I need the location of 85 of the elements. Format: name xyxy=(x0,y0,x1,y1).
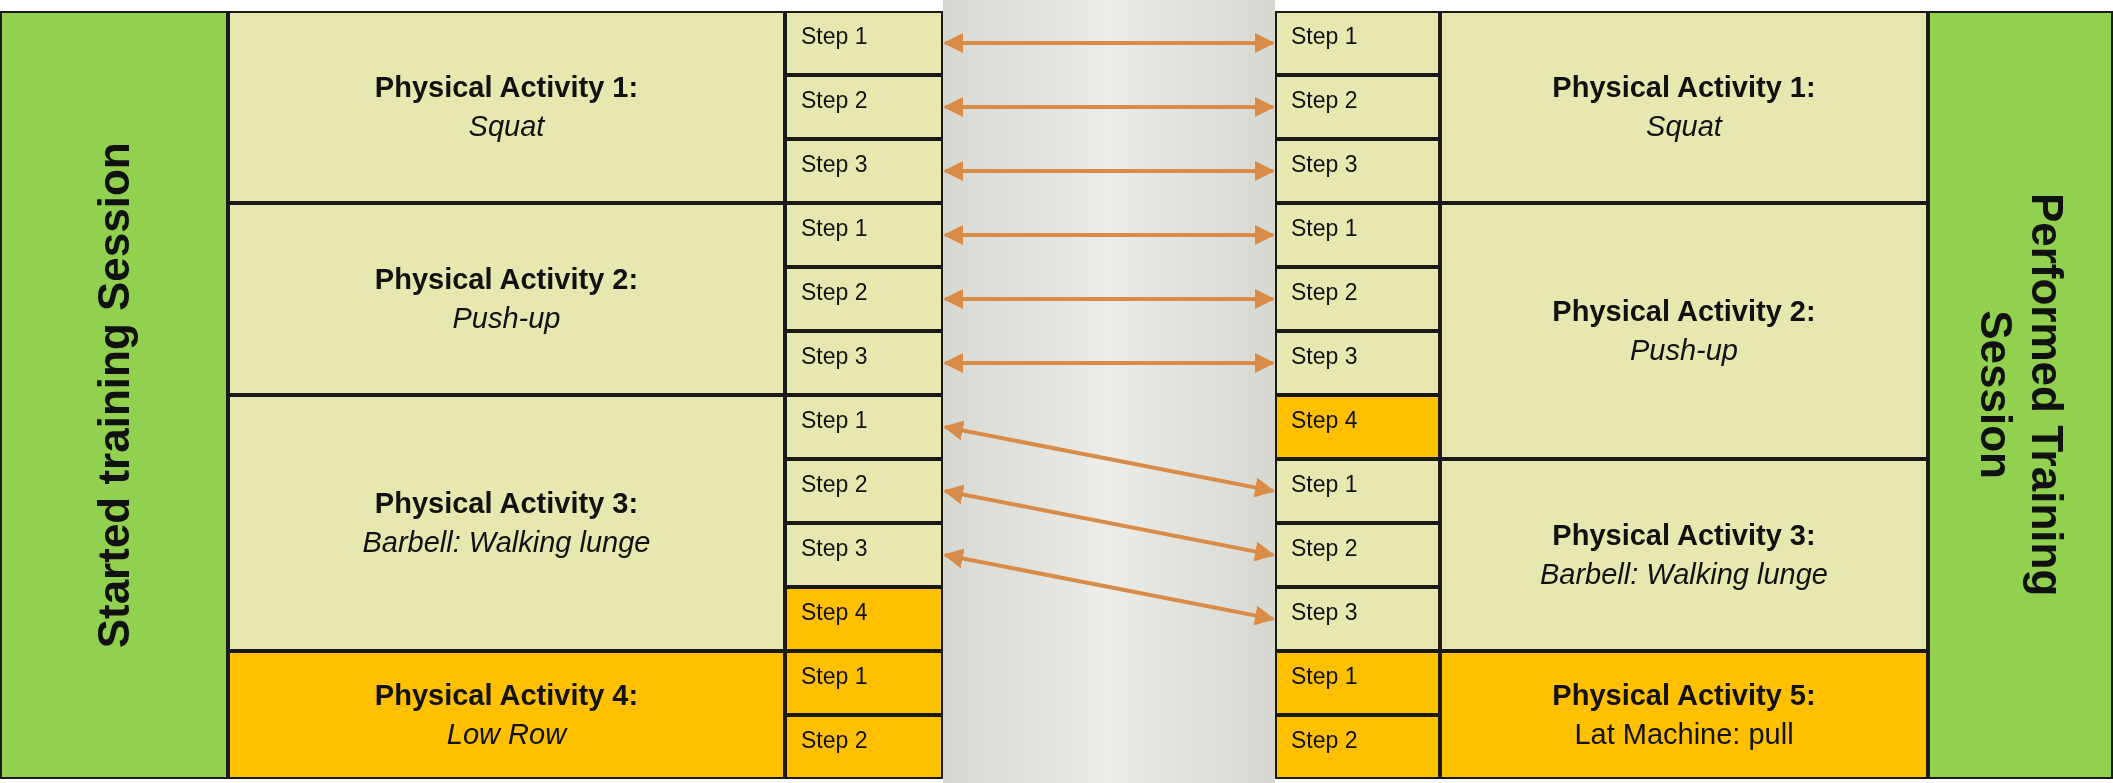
step-cell xyxy=(1275,331,1440,395)
session-band xyxy=(0,11,228,779)
step-label: Step 2 xyxy=(801,727,868,754)
step-cell xyxy=(1275,651,1440,715)
step-label: Step 1 xyxy=(1291,471,1358,498)
activity-box xyxy=(228,651,785,779)
step-label: Step 3 xyxy=(1291,151,1358,178)
session-title: Started training Session xyxy=(88,140,139,651)
activity-box xyxy=(228,395,785,651)
step-label: Step 4 xyxy=(801,599,868,626)
activity-heading: Physical Activity 3: xyxy=(374,485,639,521)
activity-heading: Physical Activity 2: xyxy=(1552,293,1816,329)
double-arrow xyxy=(943,225,1275,245)
step-label: Step 2 xyxy=(801,87,868,114)
double-arrow xyxy=(943,33,1275,53)
step-cell xyxy=(1275,523,1440,587)
step-cell xyxy=(785,651,943,715)
step-cell xyxy=(1275,11,1440,75)
step-cell xyxy=(1275,139,1440,203)
step-label: Step 2 xyxy=(801,279,868,306)
activity-name: Push-up xyxy=(1630,333,1738,368)
step-cell xyxy=(785,395,943,459)
step-label: Step 3 xyxy=(801,535,868,562)
activity-name: Lat Machine: pull xyxy=(1574,717,1794,752)
step-cell xyxy=(1275,203,1440,267)
step-cell xyxy=(785,139,943,203)
step-cell xyxy=(1275,587,1440,651)
activity-name: Barbell: Walking lunge xyxy=(1540,557,1828,592)
step-label: Step 2 xyxy=(1291,535,1358,562)
step-cell xyxy=(1275,267,1440,331)
step-cell xyxy=(785,459,943,523)
activity-name: Barbell: Walking lunge xyxy=(362,525,651,560)
activity-box xyxy=(228,203,785,395)
activity-heading: Physical Activity 4: xyxy=(374,677,639,713)
step-cell xyxy=(1275,75,1440,139)
step-label: Step 1 xyxy=(801,215,868,242)
double-arrow xyxy=(943,97,1275,117)
step-label: Step 3 xyxy=(801,343,868,370)
step-label: Step 4 xyxy=(1291,407,1358,434)
activity-heading: Physical Activity 2: xyxy=(374,261,639,297)
activity-box xyxy=(228,11,785,203)
step-label: Step 1 xyxy=(1291,215,1358,242)
step-cell xyxy=(785,587,943,651)
step-label: Step 3 xyxy=(1291,599,1358,626)
step-label: Step 2 xyxy=(801,471,868,498)
step-label: Step 1 xyxy=(801,23,868,50)
double-arrow xyxy=(943,161,1275,181)
step-cell xyxy=(785,715,943,779)
step-label: Step 2 xyxy=(1291,87,1358,114)
activity-box xyxy=(1440,203,1928,459)
activity-name: Low Row xyxy=(446,717,567,752)
step-label: Step 1 xyxy=(1291,663,1358,690)
double-arrow xyxy=(943,548,1275,626)
step-cell xyxy=(1275,395,1440,459)
step-cell xyxy=(1275,459,1440,523)
step-label: Step 3 xyxy=(801,151,868,178)
step-label: Step 3 xyxy=(1291,343,1358,370)
session-band xyxy=(1928,11,2113,779)
activity-heading: Physical Activity 1: xyxy=(374,69,639,105)
activity-heading: Physical Activity 5: xyxy=(1552,677,1816,713)
activity-heading: Physical Activity 1: xyxy=(1552,69,1816,105)
double-arrow xyxy=(943,420,1275,498)
step-cell xyxy=(1275,715,1440,779)
step-label: Step 1 xyxy=(1291,23,1358,50)
activity-heading: Physical Activity 3: xyxy=(1552,517,1816,553)
step-label: Step 1 xyxy=(801,407,868,434)
activity-name: Push-up xyxy=(452,301,561,336)
step-cell xyxy=(785,11,943,75)
double-arrow xyxy=(943,484,1275,562)
step-label: Step 1 xyxy=(801,663,868,690)
step-cell xyxy=(785,523,943,587)
double-arrow xyxy=(943,353,1275,373)
step-cell xyxy=(785,331,943,395)
step-cell xyxy=(785,203,943,267)
session-title: Performed Training Session xyxy=(1970,192,2072,599)
step-cell xyxy=(785,75,943,139)
activity-box xyxy=(1440,11,1928,203)
step-label: Step 2 xyxy=(1291,279,1358,306)
activity-name: Squat xyxy=(1646,109,1722,144)
double-arrow xyxy=(943,289,1275,309)
activity-name: Squat xyxy=(468,109,545,144)
step-label: Step 2 xyxy=(1291,727,1358,754)
activity-box xyxy=(1440,651,1928,779)
step-cell xyxy=(785,267,943,331)
activity-box xyxy=(1440,459,1928,651)
